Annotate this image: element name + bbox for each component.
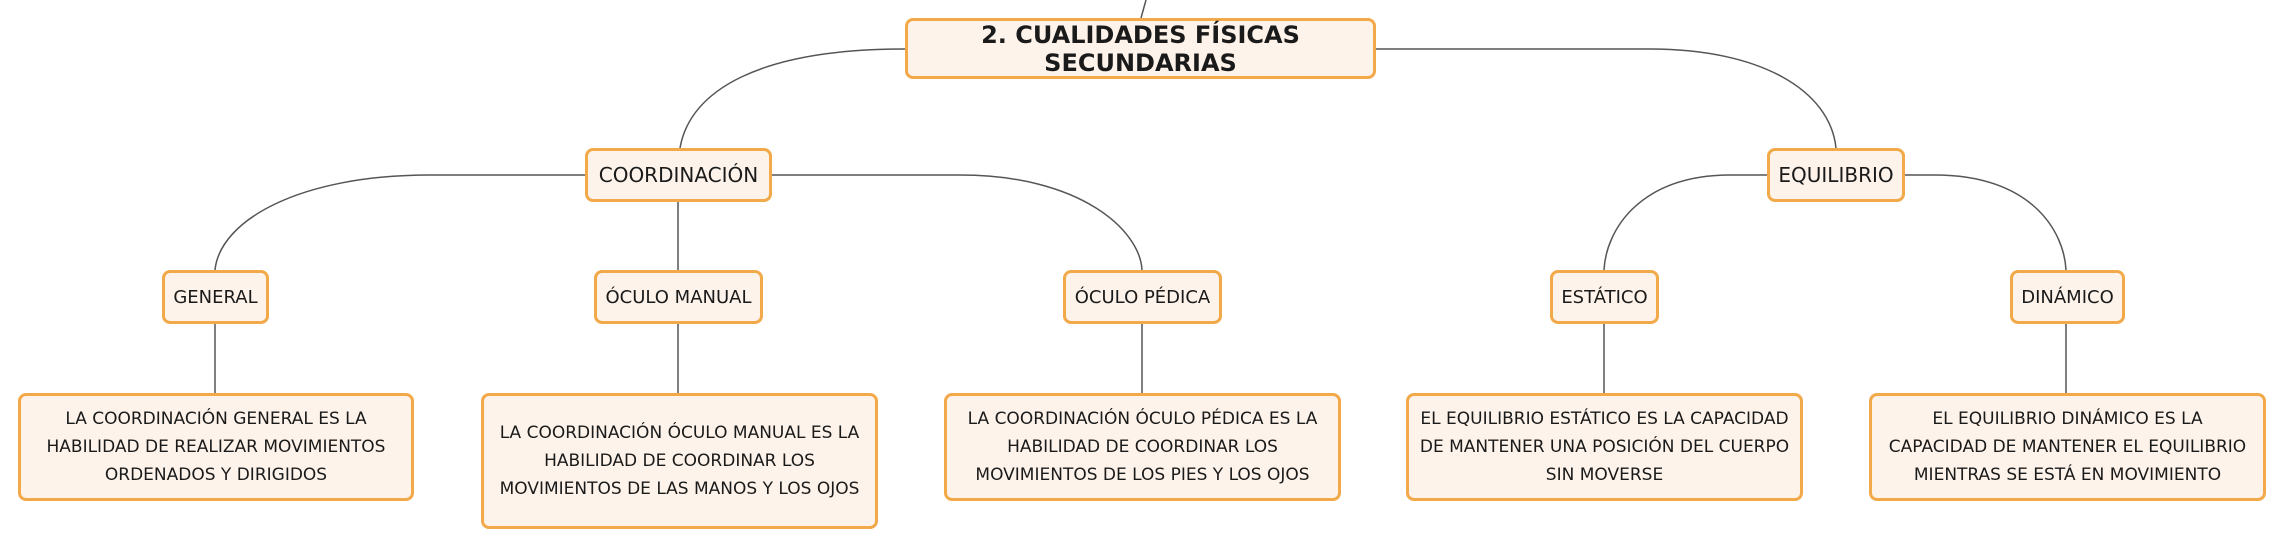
connector-coord-oculo-pedica <box>772 174 1143 271</box>
node-estatico-description[interactable]: EL EQUILIBRIO ESTÁTICO ES LA CAPACIDAD D… <box>1406 393 1803 501</box>
node-oculo-pedica[interactable]: ÓCULO PÉDICA <box>1063 270 1222 324</box>
node-general[interactable]: GENERAL <box>162 270 269 324</box>
node-oculo-manual-label: ÓCULO MANUAL <box>605 286 752 308</box>
connector-root-equilibrio <box>1376 48 1837 149</box>
node-coordinacion-label: COORDINACIÓN <box>598 163 759 187</box>
node-coordinacion[interactable]: COORDINACIÓN <box>585 148 772 202</box>
dinamico-description-text: EL EQUILIBRIO DINÁMICO ES LA CAPACIDAD D… <box>1888 409 2247 485</box>
node-equilibrio-label: EQUILIBRIO <box>1778 163 1894 187</box>
node-general-description[interactable]: LA COORDINACIÓN GENERAL ES LA HABILIDAD … <box>18 393 414 501</box>
node-dinamico-label: DINÁMICO <box>2021 286 2114 308</box>
connector-equil-estatico <box>1603 174 1767 271</box>
root-node[interactable]: 2. CUALIDADES FÍSICAS SECUNDARIAS <box>905 18 1376 79</box>
estatico-description-text: EL EQUILIBRIO ESTÁTICO ES LA CAPACIDAD D… <box>1419 409 1790 485</box>
connector-top-stub <box>1140 0 1147 19</box>
connector-root-coordinacion <box>679 48 906 149</box>
node-estatico[interactable]: ESTÁTICO <box>1550 270 1659 324</box>
oculo-pedica-description-text: LA COORDINACIÓN ÓCULO PÉDICA ES LA HABIL… <box>967 409 1318 485</box>
connector-coord-general <box>214 174 585 271</box>
node-dinamico[interactable]: DINÁMICO <box>2010 270 2125 324</box>
node-general-label: GENERAL <box>173 286 258 308</box>
node-oculo-manual[interactable]: ÓCULO MANUAL <box>594 270 763 324</box>
general-description-text: LA COORDINACIÓN GENERAL ES LA HABILIDAD … <box>46 409 386 485</box>
oculo-manual-description-text: LA COORDINACIÓN ÓCULO MANUAL ES LA HABIL… <box>499 423 860 499</box>
node-estatico-label: ESTÁTICO <box>1561 286 1648 308</box>
node-oculo-pedica-description[interactable]: LA COORDINACIÓN ÓCULO PÉDICA ES LA HABIL… <box>944 393 1341 501</box>
node-equilibrio[interactable]: EQUILIBRIO <box>1767 148 1905 202</box>
node-dinamico-description[interactable]: EL EQUILIBRIO DINÁMICO ES LA CAPACIDAD D… <box>1869 393 2266 501</box>
node-oculo-manual-description[interactable]: LA COORDINACIÓN ÓCULO MANUAL ES LA HABIL… <box>481 393 878 529</box>
node-oculo-pedica-label: ÓCULO PÉDICA <box>1074 286 1211 308</box>
root-node-label: 2. CUALIDADES FÍSICAS SECUNDARIAS <box>981 20 1300 77</box>
connector-equil-dinamico <box>1905 174 2067 271</box>
